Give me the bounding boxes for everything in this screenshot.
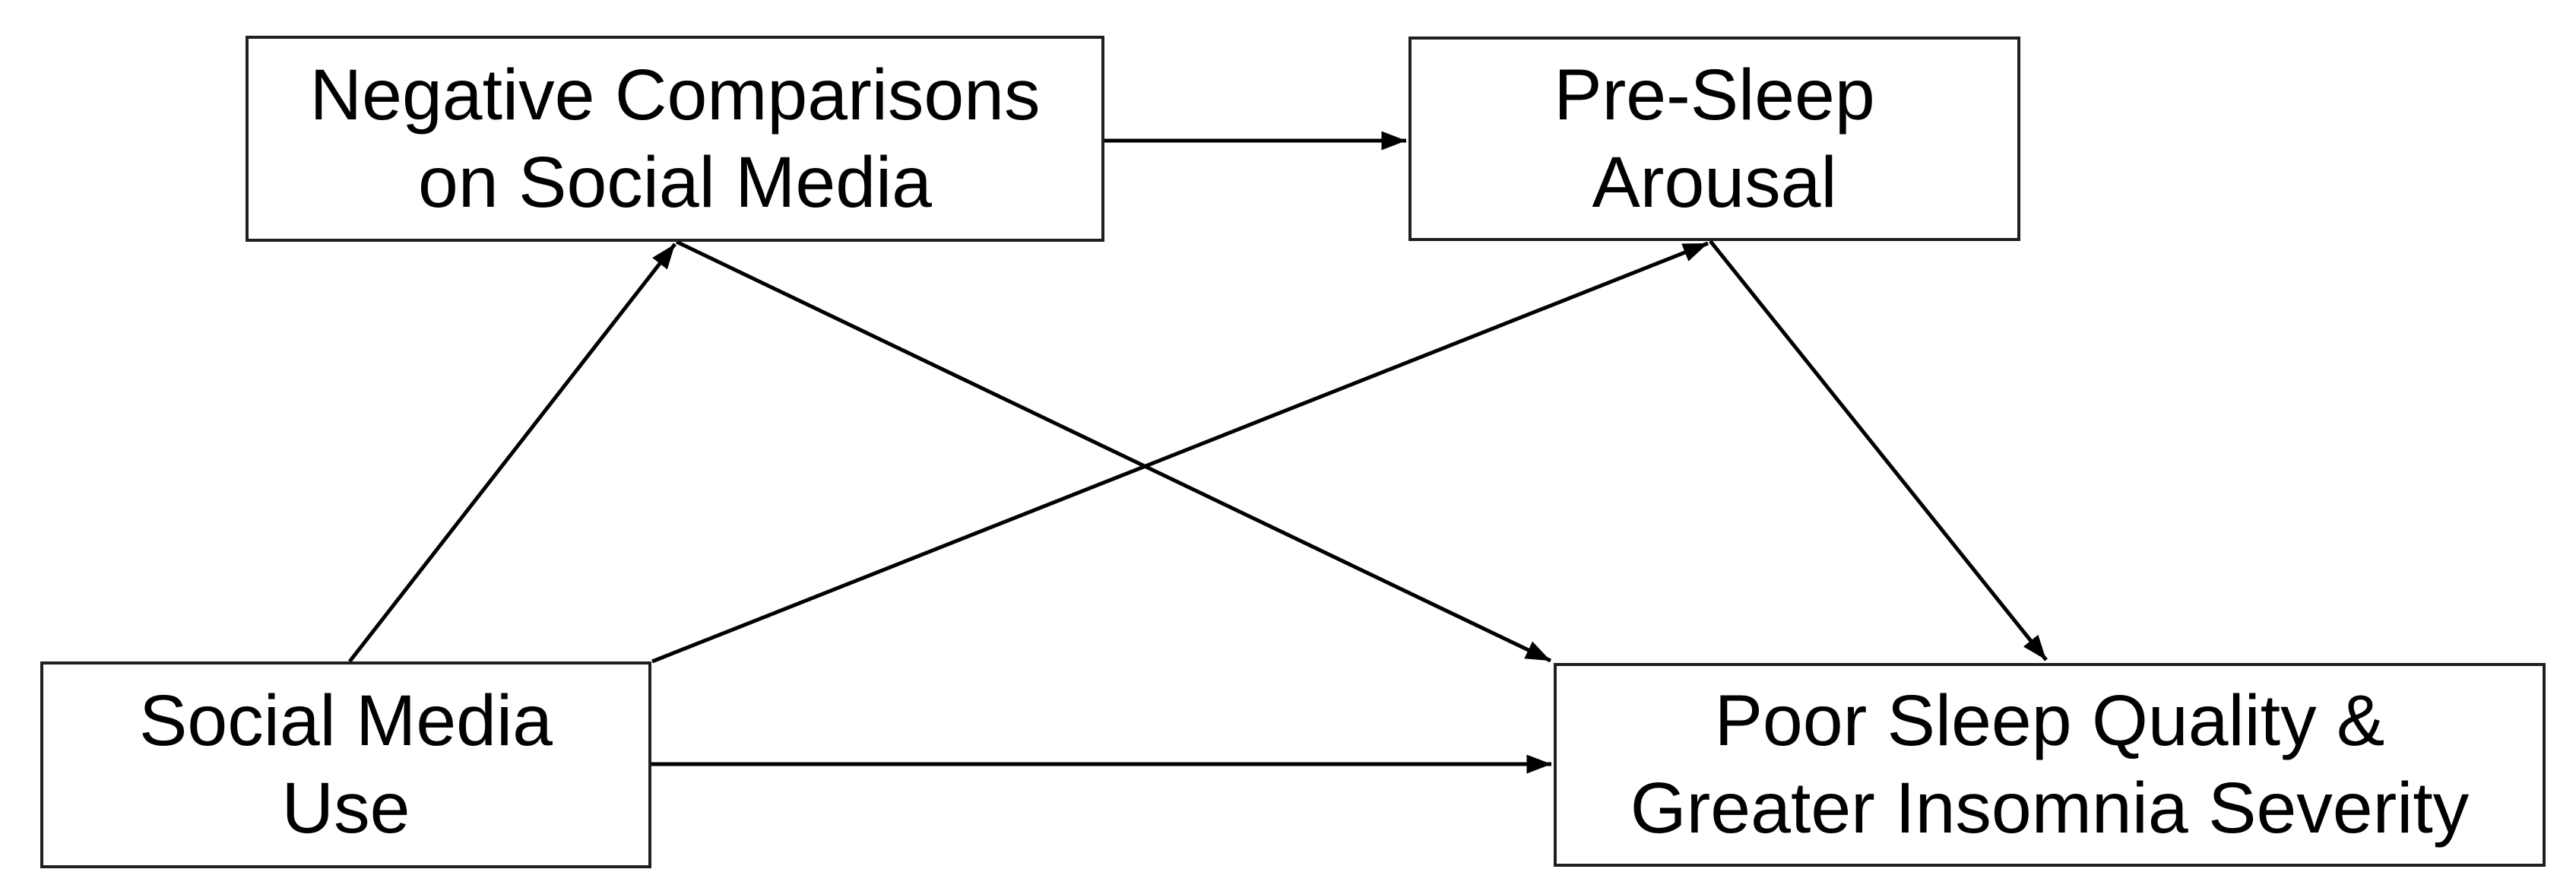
arrow-negative-comparisons-to-poor-sleep-quality — [675, 239, 1552, 663]
node-label-line: on Social Media — [418, 141, 932, 223]
node-label-line: Use — [281, 768, 410, 849]
arrow-social-media-use-to-pre-sleep-arousal — [651, 241, 1709, 664]
node-pre-sleep-arousal: Pre-Sleep Arousal — [1408, 36, 2020, 241]
node-label-line: Negative Comparisons — [309, 54, 1041, 135]
node-poor-sleep-quality: Poor Sleep Quality & Greater Insomnia Se… — [1554, 663, 2546, 867]
node-social-media-use: Social Media Use — [40, 661, 651, 868]
arrow-pre-sleep-arousal-to-poor-sleep-quality — [1709, 239, 2048, 661]
arrow-social-media-use-to-negative-comparisons — [348, 243, 676, 663]
node-label-line: Social Media — [139, 680, 553, 761]
node-label-line: Pre-Sleep — [1554, 54, 1875, 135]
node-negative-comparisons: Negative Comparisons on Social Media — [246, 36, 1104, 242]
node-label-line: Arousal — [1592, 141, 1837, 223]
node-label-line: Greater Insomnia Severity — [1630, 768, 2470, 849]
node-label-line: Poor Sleep Quality & — [1714, 680, 2385, 761]
